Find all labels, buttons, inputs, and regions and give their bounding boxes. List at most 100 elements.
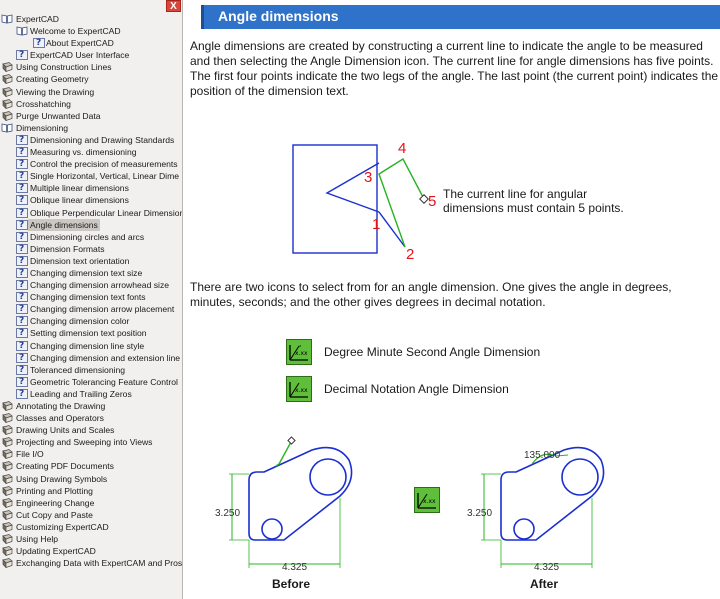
tree-item[interactable]: Crosshatching (0, 98, 182, 110)
tree-item[interactable]: Dimensioning and Drawing Standards (0, 134, 182, 146)
dms-icon-label: Degree Minute Second Angle Dimension (324, 345, 541, 359)
tree-item-label: Dimension text orientation (30, 255, 130, 266)
help-topic-icon (16, 182, 28, 194)
leg-blue-line (378, 211, 406, 248)
tree-item-label: Using Help (16, 534, 59, 545)
angle-decimal-icon[interactable]: x.xx (414, 487, 440, 513)
help-topic-icon (16, 267, 28, 279)
tree-item[interactable]: Changing dimension color (0, 315, 182, 327)
svg-text:x.xx: x.xx (295, 350, 308, 357)
point-label-3: 3 (364, 169, 372, 186)
help-topic-icon (16, 327, 28, 339)
point-label-5: 5 (428, 193, 436, 210)
book-closed-icon (1, 74, 13, 85)
help-topic-icon (16, 207, 28, 219)
book-closed-icon (1, 473, 13, 484)
tree-item[interactable]: Welcome to ExpertCAD (0, 25, 182, 37)
angle-arc (531, 453, 557, 465)
current-line-path (378, 158, 425, 248)
tree-item-label: Cut Copy and Paste (16, 509, 93, 520)
part-hole-large (309, 458, 347, 496)
tree-item-label: About ExpertCAD (46, 38, 114, 49)
tree-item-label: Dimensioning circles and arcs (30, 231, 145, 242)
tree-item[interactable]: Using Drawing Symbols (0, 473, 182, 485)
tree-item-label: Changing dimension arrowhead size (30, 280, 170, 291)
current-line-figure: 1 2 3 4 5 (292, 140, 436, 263)
tree-item[interactable]: Printing and Plotting (0, 485, 182, 497)
tree-item[interactable]: Exchanging Data with ExpertCAM and Pros (0, 557, 182, 569)
tree-item[interactable]: Multiple linear dimensions (0, 182, 182, 194)
tree-item[interactable]: Annotating the Drawing (0, 400, 182, 412)
tree-item[interactable]: Creating Geometry (0, 73, 182, 85)
book-closed-icon (1, 522, 13, 532)
tree-item-label: Welcome to ExpertCAD (30, 26, 121, 37)
tree-item[interactable]: Updating ExpertCAD (0, 545, 182, 557)
book-closed-icon (1, 485, 13, 496)
tree-item[interactable]: Single Horizontal, Vertical, Linear Dime (0, 170, 182, 182)
tree-item[interactable]: Drawing Units and Scales (0, 424, 182, 436)
tree-item[interactable]: About ExpertCAD (0, 37, 182, 49)
tree-item-label: Creating Geometry (16, 74, 89, 85)
angle-dms-icon[interactable]: x.xx ° (286, 339, 312, 365)
topic-title-bar: Angle dimensions (201, 5, 720, 29)
tree-item[interactable]: Toleranced dimensioning (0, 364, 182, 376)
tree-item[interactable]: Viewing the Drawing (0, 86, 182, 98)
tree-item[interactable]: Using Construction Lines (0, 61, 182, 73)
tree-item[interactable]: Purge Unwanted Data (0, 110, 182, 122)
tree-item[interactable]: Changing dimension arrow placement (0, 303, 182, 315)
before-figure: 3.250 4.325 (215, 436, 353, 573)
tree-item[interactable]: Engineering Change (0, 497, 182, 509)
tree-item-label: Dimensioning (16, 122, 69, 133)
book-closed-icon (1, 546, 13, 557)
close-icon[interactable]: X (166, 0, 181, 12)
tree-item[interactable]: Changing dimension text fonts (0, 291, 182, 303)
tree-item-label: Control the precision of measurements (30, 159, 178, 170)
help-topic-icon (33, 37, 45, 49)
tree-item[interactable]: Dimension text orientation (0, 255, 182, 267)
tree-item[interactable]: Oblique linear dimensions (0, 194, 182, 206)
tree-item[interactable]: Geometric Tolerancing Feature Control (0, 376, 182, 388)
tree-item[interactable]: Control the precision of measurements (0, 158, 182, 170)
dim-vertical-value: 3.250 (215, 508, 240, 519)
help-topic-icon (16, 231, 28, 243)
tree-item-label: Changing dimension text size (30, 267, 143, 278)
help-topic-icon (16, 388, 28, 400)
after-figure: 135.000 3.250 4.325 (467, 446, 605, 573)
tree-item[interactable]: Measuring vs. dimensioning (0, 146, 182, 158)
tree-item-label: Geometric Tolerancing Feature Control (30, 376, 178, 387)
tree-item[interactable]: Projecting and Sweeping into Views (0, 436, 182, 448)
tree-item[interactable]: Dimensioning (0, 122, 182, 134)
tree-item[interactable]: ExpertCAD User Interface (0, 49, 182, 61)
tree-item-label: Exchanging Data with ExpertCAM and Pros (16, 558, 182, 569)
help-topic-icon (16, 364, 28, 376)
tree-item[interactable]: Creating PDF Documents (0, 460, 182, 472)
tree-item[interactable]: Changing dimension line style (0, 340, 182, 352)
tree-item[interactable]: Dimensioning circles and arcs (0, 231, 182, 243)
part-hole-small (513, 518, 535, 540)
tree-item[interactable]: Angle dimensions (0, 218, 182, 231)
tree-item[interactable]: Customizing ExpertCAD (0, 521, 182, 533)
tree-item[interactable]: Changing dimension and extension line (0, 352, 182, 364)
tree-item[interactable]: Setting dimension text position (0, 327, 182, 339)
tree-item-label: Changing dimension color (30, 316, 130, 327)
tree-item-label: Oblique Perpendicular Linear Dimension (30, 207, 182, 218)
tree-item[interactable]: File I/O (0, 448, 182, 460)
tree-item-label: Creating PDF Documents (16, 461, 114, 472)
tree-item-label: ExpertCAD User Interface (30, 50, 130, 61)
tree-item[interactable]: ExpertCAD (0, 13, 182, 25)
help-topic-icon (16, 134, 28, 146)
tree-item[interactable]: Oblique Perpendicular Linear Dimension (0, 207, 182, 219)
tree-item[interactable]: Classes and Operators (0, 412, 182, 424)
tree-item-label: Annotating the Drawing (16, 401, 106, 411)
point-label-2: 2 (406, 246, 414, 263)
angle-decimal-icon[interactable]: x.xx (286, 376, 312, 402)
after-caption: After (530, 577, 559, 591)
tree-item[interactable]: Cut Copy and Paste (0, 509, 182, 521)
help-topic-content: Angle dimensions Angle dimensions are cr… (184, 0, 720, 599)
tree-item[interactable]: Using Help (0, 533, 182, 545)
tree-item[interactable]: Changing dimension arrowhead size (0, 279, 182, 291)
tree-item[interactable]: Leading and Trailing Zeros (0, 388, 182, 400)
tree-item[interactable]: Changing dimension text size (0, 267, 182, 279)
tree-item[interactable]: Dimension Formats (0, 243, 182, 255)
